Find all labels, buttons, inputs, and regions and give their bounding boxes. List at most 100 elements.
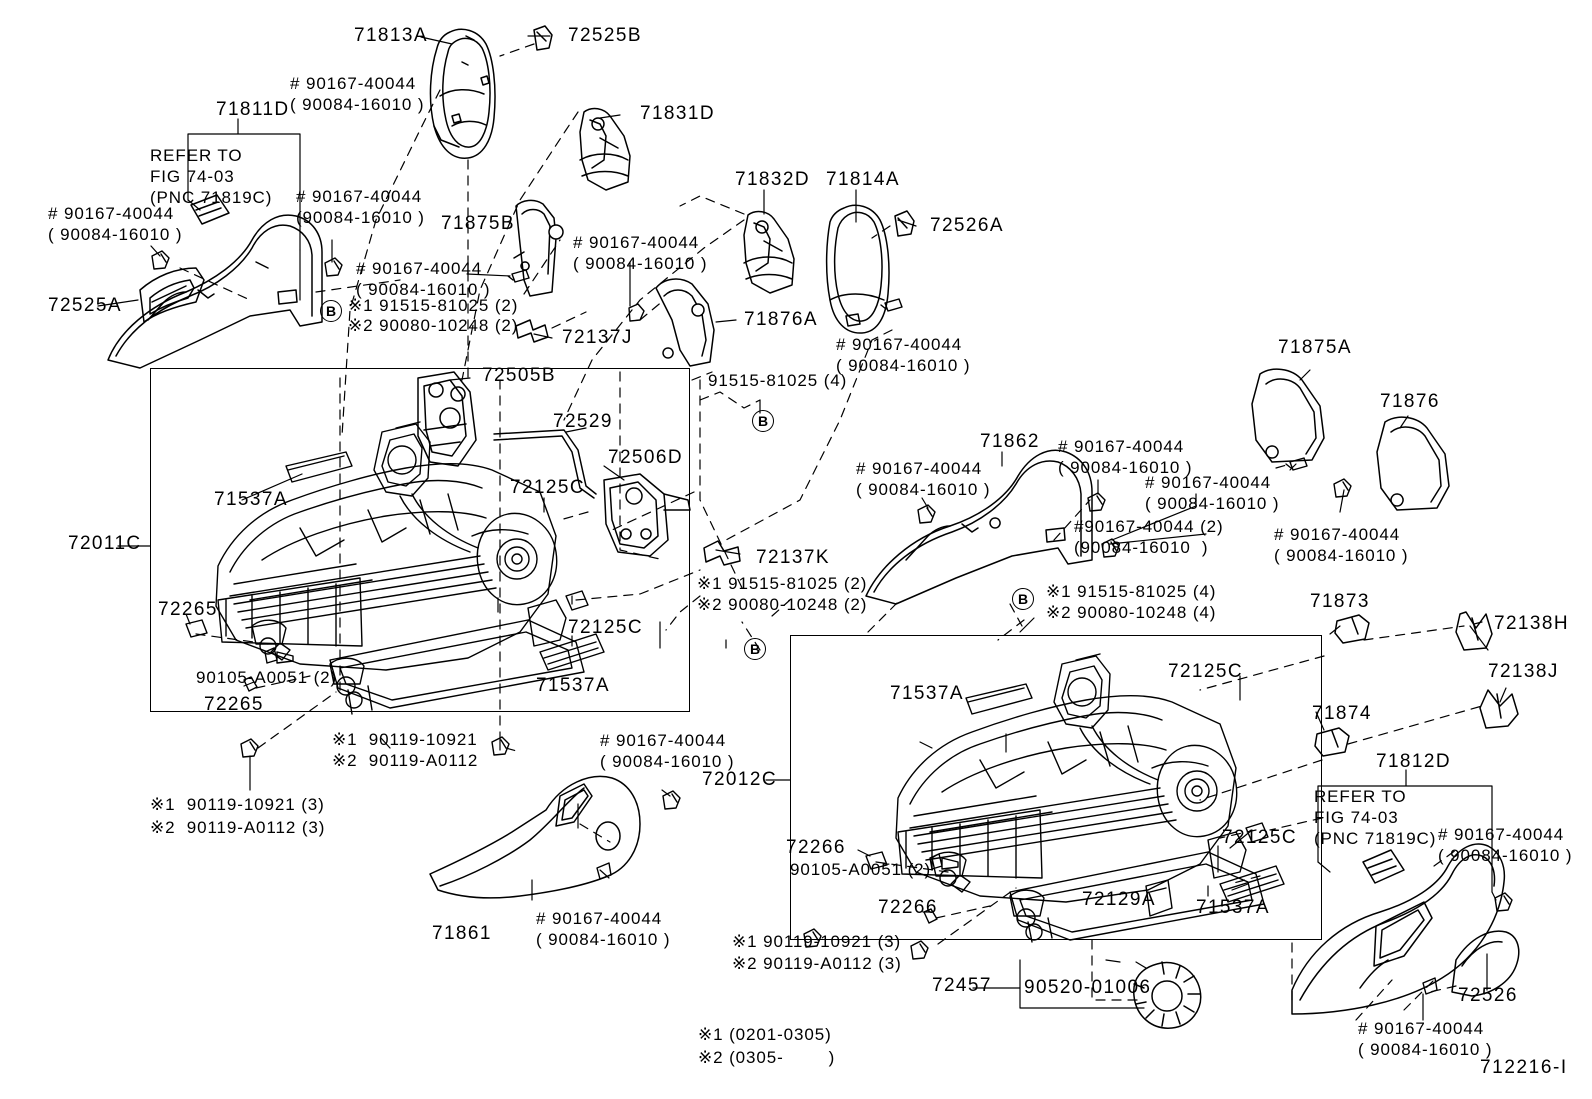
part-label-72526: 72526 [1458,985,1518,1006]
part-label-71861: 71861 [432,923,492,944]
part-label-72138J: 72138J [1488,661,1559,682]
callout-circle-B-4: B [1012,588,1034,610]
part-label-71537A-3: 71537A [890,683,964,704]
fastener-90167-40044-l: # 90167-40044 ( 90084-16010 ) [1358,1018,1492,1060]
fastener-90167-40044-b: # 90167-40044( 90084-16010 ) [48,203,182,245]
fastener-90167-40044-m: # 90167-40044 ( 90084-16010 ) [600,730,734,772]
part-label-72266-1: 72266 [786,837,846,858]
part-label-72525A: 72525A [48,295,122,316]
fastener-90167-40044-f: # 90167-40044( 90084-16010 ) [836,334,970,376]
part-label-71876: 71876 [1380,391,1440,412]
fastener-90167-40044-e: # 90167-40044 ( 90084-16010 ) [573,232,707,274]
refer-block-left: REFER TO FIG 74-03 (PNC 71819C) [150,145,272,208]
fastener-90520-01006: 90520-01006 [1024,977,1152,998]
fastener-line2: ( 90084-16010 ) [1145,494,1280,513]
part-label-71812D: 71812D [1376,751,1451,772]
refer-line3: (PNC 71819C) [150,188,273,207]
fastener-line2: ( 90084-16010 ) [48,225,183,244]
fastener-line1: # 90167-40044 [356,259,483,278]
fastener-90119-10921-a: ※1 90119-10921 [332,730,478,749]
part-label-72529: 72529 [553,411,613,432]
part-label-72457: 72457 [932,975,992,996]
fastener-line2: ( 90084-16010 ) [1358,1040,1493,1059]
part-label-71873: 71873 [1310,591,1370,612]
fastener-line1: # 90167-40044 [1145,473,1272,492]
part-label-71876A: 71876A [744,309,818,330]
fastener-90119-A0112-b: ※2 90119-A0112 (3) [150,818,326,837]
fastener-line1: # 90167-40044 [856,459,983,478]
callout-circle-B-1: B [320,300,342,322]
fastener-90167-40044-2x: #90167-40044 (2)(90084-16010 ) [1074,516,1224,558]
fastener-90167-40044-n: # 90167-40044 ( 90084-16010 ) [536,908,670,950]
fastener-91515-81025-4: ※1 91515-81025 (4) [1046,582,1217,601]
fastener-91515-81025-2b: ※1 91515-81025 (2) [697,574,868,593]
refer-block-right: REFER TO FIG 74-03 (PNC 71819C) [1314,786,1436,849]
fastener-line2: ( 90084-16010 ) [1058,458,1193,477]
part-label-71862: 71862 [980,431,1040,452]
fastener-line2: ( 90084-16010 ) [836,356,971,375]
part-label-72265-2: 72265 [204,694,264,715]
fastener-90119-A0112-c: ※2 90119-A0112 (3) [732,954,902,973]
fastener-90167-40044-c: # 90167-40044(90084-16010 ) [296,186,425,228]
fastener-line2: ( 90084-16010 ) [290,95,425,114]
fastener-line1: # 90167-40044 [1058,437,1185,456]
part-label-72505B: 72505B [482,365,556,386]
part-label-72125C-1: 72125C [510,477,585,498]
refer-line3: (PNC 71819C) [1314,829,1437,848]
fastener-90167-40044-h: # 90167-40044 ( 90084-16010 ) [1058,436,1192,478]
fastener-line1: # 90167-40044 [1358,1019,1485,1038]
fastener-91515-81025-2: ※1 91515-81025 (2) [348,296,519,315]
legend-note-1: ※1 (0201-0305) [698,1025,832,1044]
fastener-line1: # 90167-40044 [600,731,727,750]
part-label-71537A-1: 71537A [214,489,288,510]
fastener-90080-10248-2: ※2 90080-10248 (2) [348,316,519,335]
part-label-72012C: 72012C [702,769,777,790]
part-label-72506D: 72506D [608,447,683,468]
part-label-71537A-4: 71537A [1196,897,1270,918]
fastener-line2: ( 90084-16010 ) [600,752,735,771]
legend-note-2: ※2 (0305- ) [698,1048,836,1067]
fastener-line2: ( 90084-16010 ) [1438,846,1573,865]
part-label-71813A: 71813A [354,25,428,46]
fastener-90167-40044-j: # 90167-40044( 90084-16010 ) [1274,524,1408,566]
part-label-71537A-2: 71537A [536,675,610,696]
fastener-line2: (90084-16010 ) [296,208,425,227]
fastener-90167-40044-k: # 90167-40044 ( 90084-16010 ) [1438,824,1572,866]
fastener-line2: ( 90084-16010 ) [1274,546,1409,565]
fastener-line1: # 90167-40044 [536,909,663,928]
fastener-line2: ( 90084-16010 ) [536,930,671,949]
part-label-72137K: 72137K [756,547,830,568]
part-label-72129A: 72129A [1082,889,1156,910]
fastener-line1: # 90167-40044 [290,74,417,93]
refer-line2: FIG 74-03 [150,167,235,186]
refer-line1: REFER TO [1314,787,1407,806]
part-label-72125C-4: 72125C [1222,827,1297,848]
fastener-90167-40044-g: # 90167-40044 ( 90084-16010 ) [856,458,990,500]
fastener-90119-A0112-a: ※2 90119-A0112 [332,751,479,770]
callout-circle-B-3: B [744,638,766,660]
fastener-line1: # 90167-40044 [1438,825,1565,844]
fastener-90119-10921-c: ※1 90119-10921 (3) [732,932,902,951]
part-label-72526A: 72526A [930,215,1004,236]
fastener-line1: #90167-40044 (2) [1074,517,1224,536]
part-label-72265-1: 72265 [158,599,218,620]
fastener-90167-40044-a: # 90167-40044 ( 90084-16010 ) [290,73,424,115]
part-label-71874: 71874 [1312,703,1372,724]
part-label-72138H: 72138H [1494,613,1569,634]
fastener-line2: ( 90084-16010 ) [856,480,991,499]
part-label-71875B: 71875B [441,213,515,234]
fastener-90167-40044-i: # 90167-40044 ( 90084-16010 ) [1145,472,1279,514]
diagram-id: 712216-I [1480,1057,1568,1078]
part-label-72525B: 72525B [568,25,642,46]
fastener-90105-A0051-1: 90105-A0051 (2) [196,668,338,687]
fastener-line2: ( 90084-16010 ) [356,280,491,299]
fastener-line1: # 90167-40044 [573,233,700,252]
part-label-72125C-3: 72125C [1168,661,1243,682]
part-label-71875A: 71875A [1278,337,1352,358]
refer-line1: REFER TO [150,146,243,165]
refer-line2: FIG 74-03 [1314,808,1399,827]
part-label-71831D: 71831D [640,103,715,124]
fastener-line2: ( 90084-16010 ) [573,254,708,273]
part-label-72011C: 72011C [68,533,142,554]
